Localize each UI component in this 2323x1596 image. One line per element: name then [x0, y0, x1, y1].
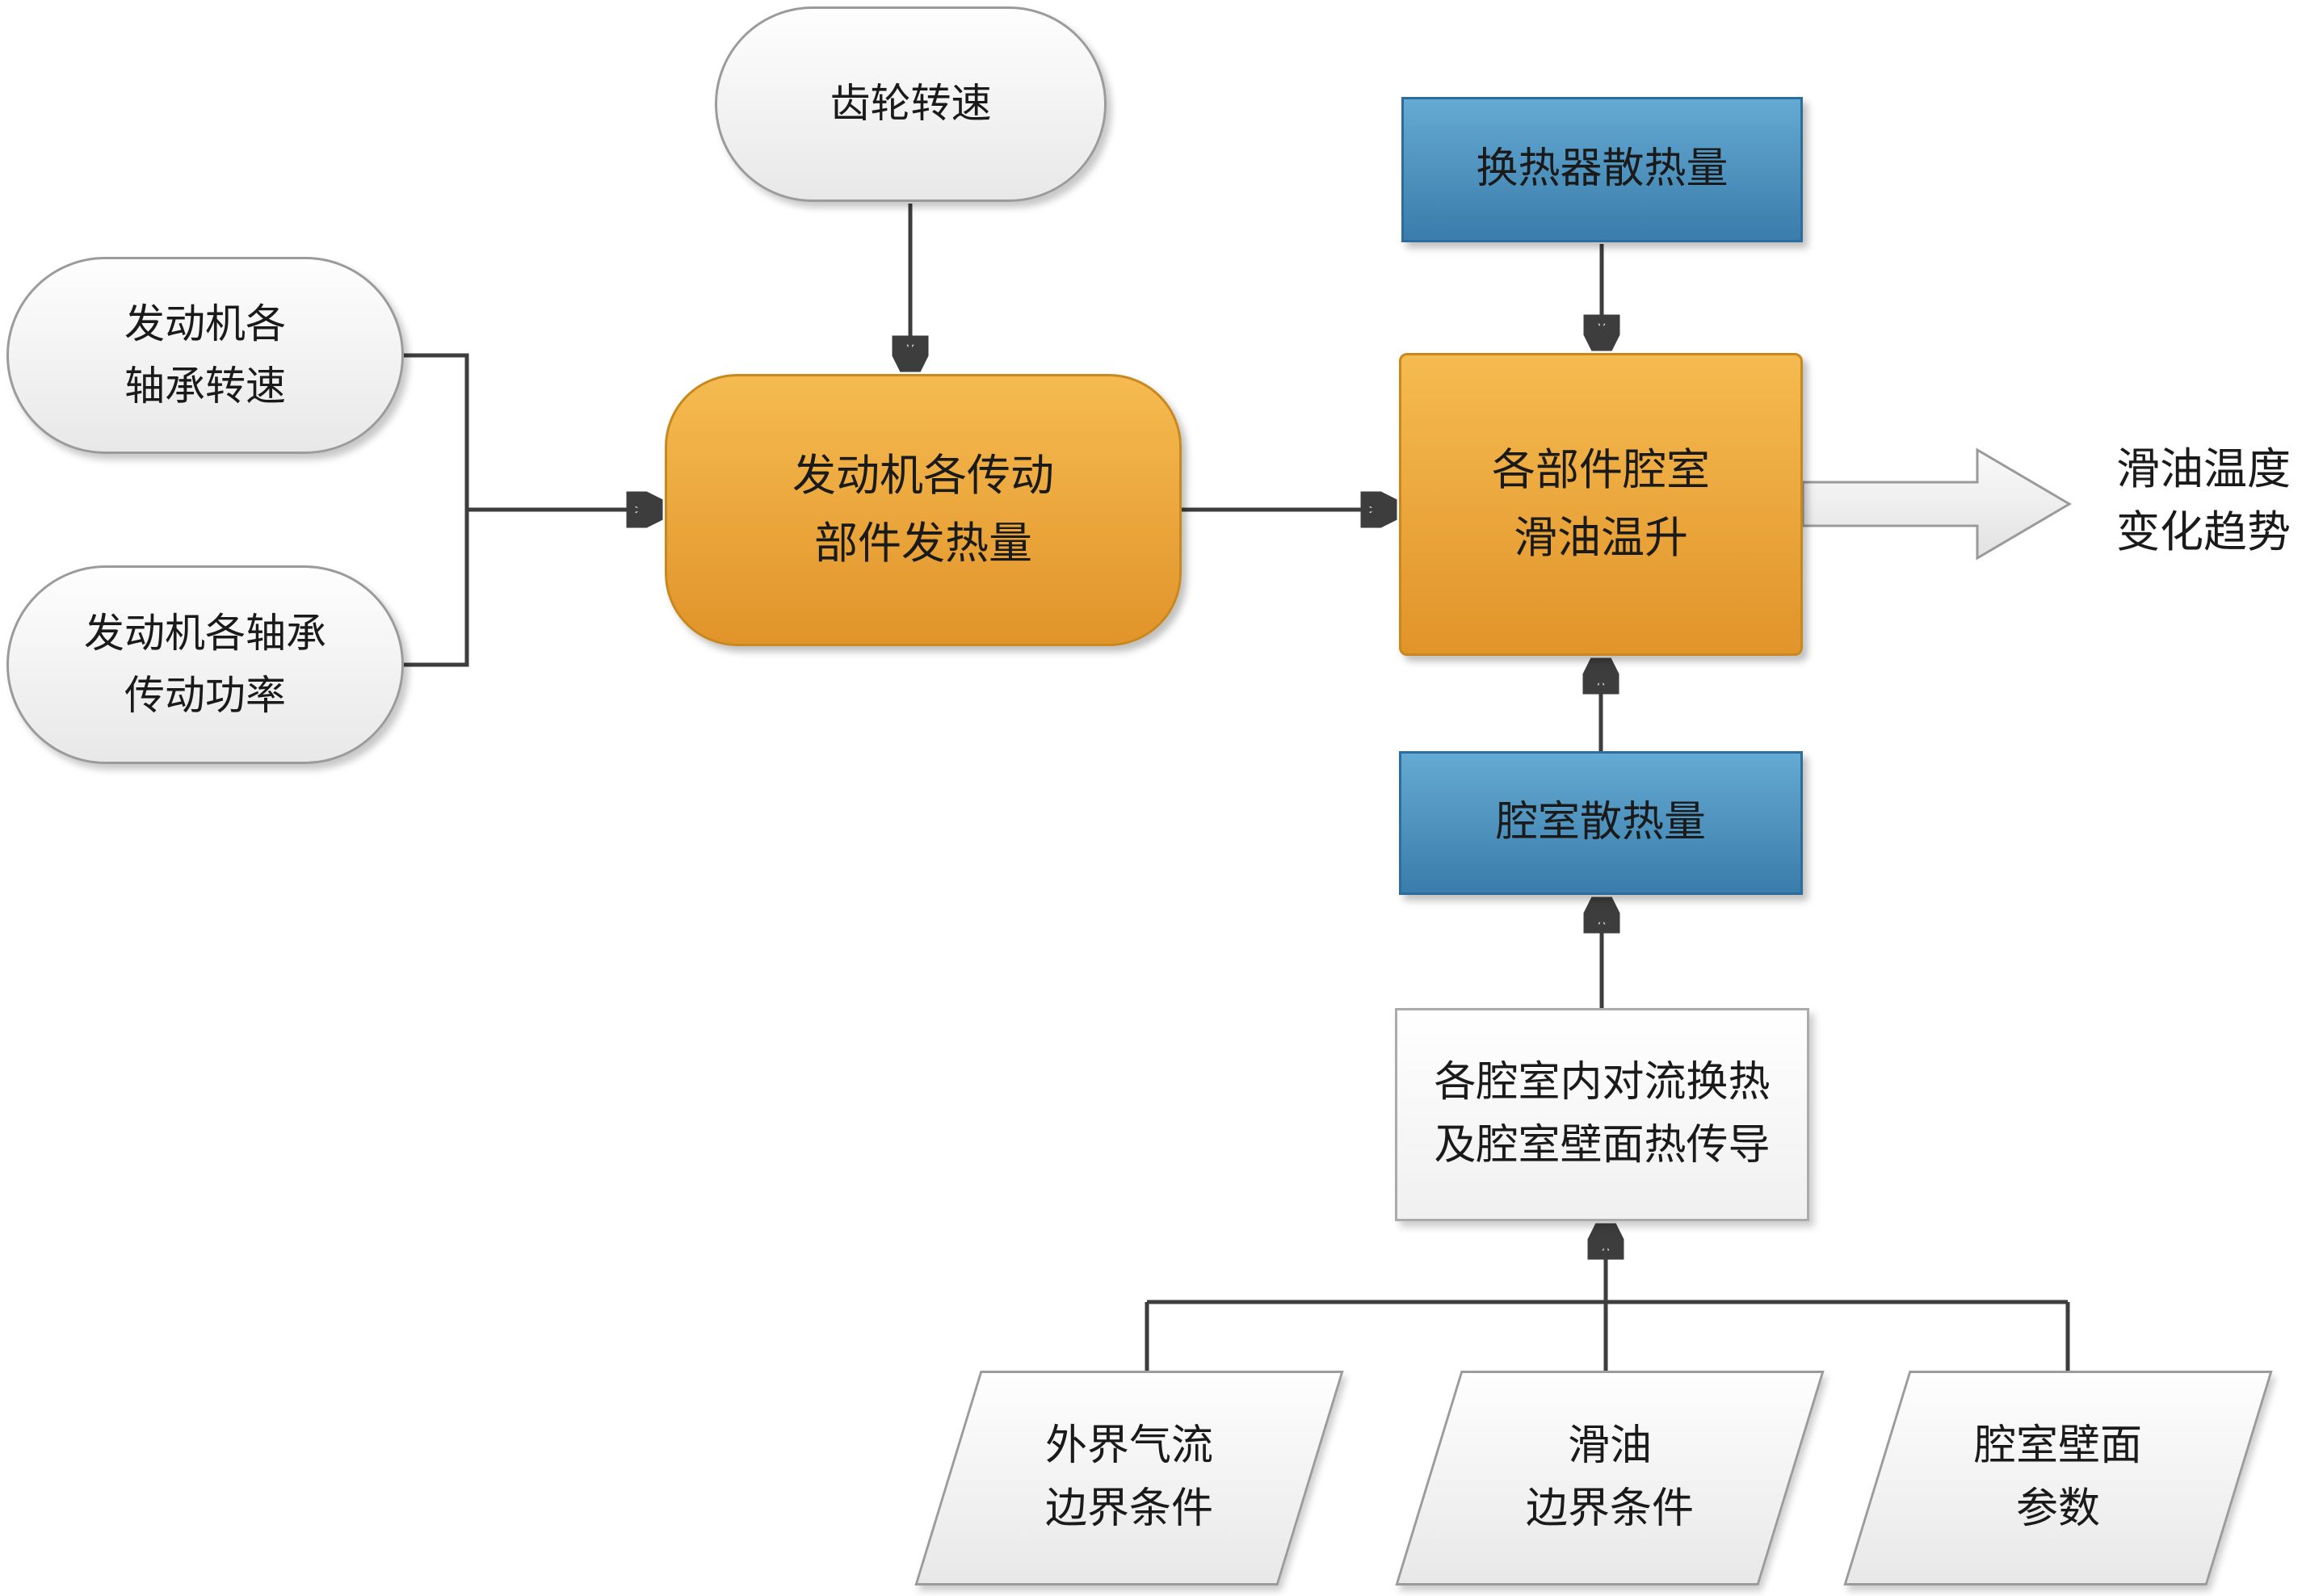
- label-line: 部件发热量: [814, 519, 1032, 568]
- node-bearing-power: 发动机各轴承 传动功率: [6, 565, 404, 764]
- node-bearing-speed-label: 发动机各 轴承转速: [124, 293, 286, 418]
- node-gear-speed: 齿轮转速: [715, 6, 1107, 202]
- label-line: 发动机各传动: [792, 451, 1054, 500]
- node-gear-speed-label: 齿轮转速: [830, 73, 992, 136]
- label-line: 腔室壁面: [1973, 1423, 2142, 1469]
- connector-bearing-merge: [404, 353, 469, 667]
- label-line: 轴承转速: [124, 363, 286, 409]
- label-line: 各腔室内对流换热: [1434, 1060, 1771, 1106]
- label-line: 各部件腔室: [1492, 445, 1710, 494]
- node-airflow-boundary: 外界气流 边界条件: [914, 1371, 1344, 1586]
- label-line: 滑油: [1567, 1423, 1652, 1469]
- node-oil-boundary-label: 滑油 边界条件: [1526, 1415, 1694, 1541]
- node-convection: 各腔室内对流换热 及腔室壁面热传导: [1395, 1008, 1809, 1221]
- output-arrow: [1801, 447, 2072, 561]
- node-wall-params: 腔室壁面 参数: [1843, 1371, 2273, 1586]
- label-line: 传动功率: [124, 673, 286, 718]
- node-exchanger-heat-label: 换热器散热量: [1476, 141, 1728, 200]
- node-drive-heat-label: 发动机各传动 部件发热量: [792, 443, 1054, 578]
- label-line: 腔室散热量: [1495, 799, 1706, 846]
- label-line: 滑油温度: [2116, 445, 2291, 494]
- node-chamber-heat: 腔室散热量: [1399, 751, 1803, 895]
- node-bearing-speed: 发动机各 轴承转速: [6, 257, 404, 454]
- node-oil-temp-rise: 各部件腔室 滑油温升: [1399, 353, 1803, 656]
- label-line: 发动机各轴承: [84, 610, 326, 656]
- output-text: 滑油温度 变化趋势: [2084, 438, 2323, 565]
- node-chamber-heat-label: 腔室散热量: [1496, 794, 1706, 853]
- node-bearing-power-label: 发动机各轴承 传动功率: [84, 603, 326, 728]
- label-line: 及腔室壁面热传导: [1434, 1123, 1771, 1169]
- label-line: 参数: [2015, 1486, 2100, 1532]
- node-oil-boundary: 滑油 边界条件: [1395, 1371, 1825, 1586]
- node-convection-label: 各腔室内对流换热 及腔室壁面热传导: [1434, 1052, 1770, 1178]
- node-airflow-boundary-label: 外界气流 边界条件: [1045, 1415, 1213, 1541]
- node-exchanger-heat: 换热器散热量: [1401, 97, 1803, 242]
- label-line: 外界气流: [1044, 1423, 1213, 1469]
- label-line: 边界条件: [1525, 1486, 1694, 1532]
- label-line: 变化趋势: [2116, 508, 2291, 557]
- label-line: 边界条件: [1044, 1486, 1213, 1532]
- label-line: 发动机各: [124, 300, 286, 346]
- node-wall-params-label: 腔室壁面 参数: [1974, 1415, 2142, 1541]
- label-line: 换热器散热量: [1476, 145, 1729, 192]
- label-line: 滑油温升: [1514, 513, 1688, 562]
- node-oil-temp-rise-label: 各部件腔室 滑油温升: [1492, 437, 1710, 572]
- node-drive-heat: 发动机各传动 部件发热量: [665, 374, 1182, 646]
- label-line: 齿轮转速: [830, 81, 992, 127]
